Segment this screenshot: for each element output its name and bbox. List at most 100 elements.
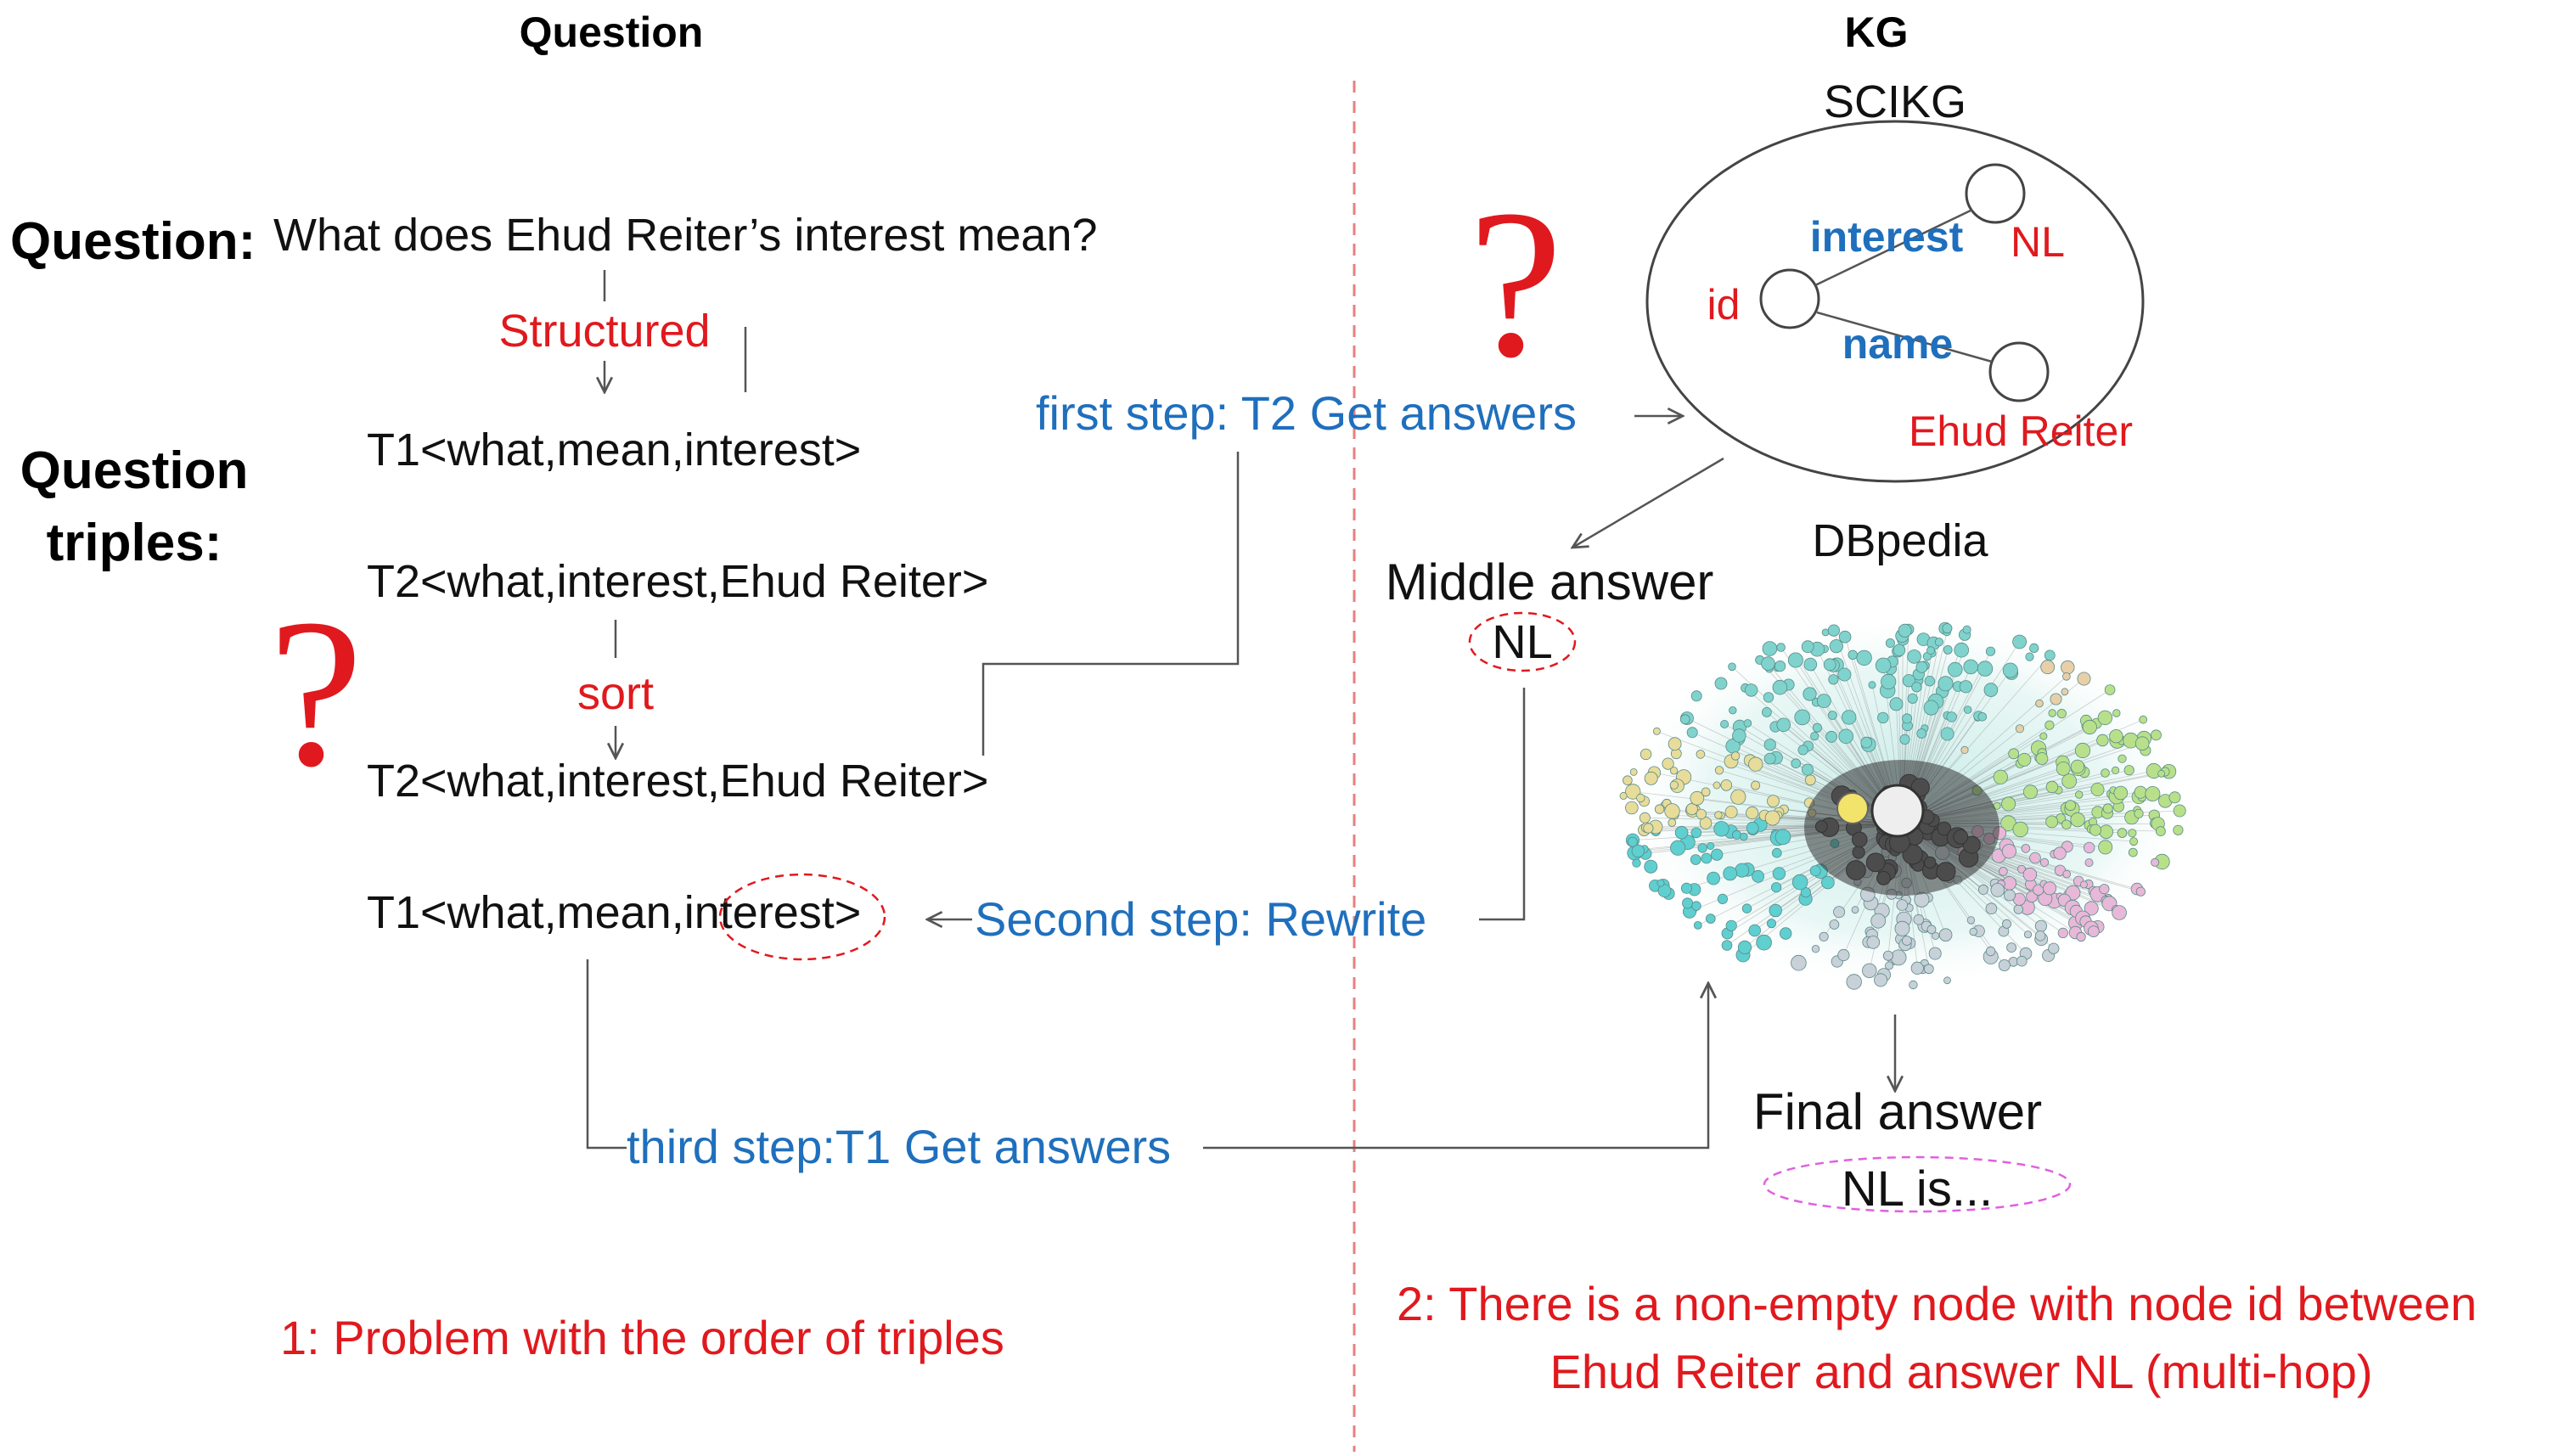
network-node [1969, 927, 1977, 936]
network-node [1690, 790, 1705, 806]
structured-label: Structured [498, 306, 710, 357]
network-node [1794, 709, 1811, 726]
network-node [2056, 708, 2067, 719]
network-node [2077, 672, 2091, 686]
network-node [1827, 624, 1840, 637]
network-node [2061, 660, 2075, 675]
network-node [1756, 934, 1772, 951]
interest-highlight-ellipse [718, 873, 886, 961]
network-node [1714, 811, 1723, 819]
network-node [2043, 881, 2057, 896]
network-node [1657, 884, 1672, 897]
network-node [1812, 722, 1822, 733]
network-node [1751, 780, 1761, 790]
edge-name [1816, 311, 1993, 363]
network-node [1766, 919, 1776, 929]
network-node [2074, 742, 2091, 759]
network-node [2173, 824, 2184, 835]
network-node [2048, 942, 2060, 954]
network-node [1729, 706, 1737, 715]
network-node [1827, 711, 1837, 720]
question-mark-left: ? [269, 576, 363, 811]
network-node [1761, 656, 1775, 671]
third-step-label: third step:T1 Get answers [627, 1120, 1171, 1173]
network-node [1761, 707, 1772, 717]
network-node [2048, 709, 2056, 717]
network-node [1774, 829, 1791, 846]
network-node [1690, 690, 1702, 702]
triple-t1-first: T1<what,mean,interest> [367, 424, 861, 475]
network-node [1690, 827, 1702, 839]
question-mark-kg: ? [1469, 166, 1563, 402]
network-node [1701, 852, 1713, 864]
network-node [1899, 734, 1910, 745]
network-node [1894, 920, 1910, 936]
final-answer-nl: NL is... [1842, 1161, 1993, 1217]
network-node [1721, 940, 1733, 951]
network-node [2070, 759, 2085, 774]
network-node [2008, 748, 2020, 760]
header-kg: KG [1845, 8, 1909, 56]
first-step-label: first step: T2 Get answers [1036, 386, 1577, 440]
network-node [1744, 683, 1758, 697]
second-step-label: Second step: Rewrite [975, 892, 1426, 946]
dbpedia-hub-center [1870, 784, 1925, 838]
network-node [1959, 680, 1972, 694]
network-node [1851, 906, 1859, 914]
network-node [2135, 886, 2146, 897]
network-node [1730, 751, 1741, 761]
header-question: Question [520, 8, 704, 56]
network-node [1923, 964, 1934, 975]
network-node [1924, 676, 1936, 687]
network-node [2061, 773, 2078, 789]
network-node [1728, 662, 1736, 672]
network-node [1801, 763, 1814, 776]
network-node [1870, 913, 1887, 929]
network-node [2128, 847, 2138, 857]
node-label-nl: NL [2011, 218, 2065, 266]
network-node [2168, 791, 2181, 804]
network-node [2013, 904, 2024, 914]
network-node [1946, 711, 1957, 722]
network-node [1679, 714, 1690, 725]
network-node [2035, 699, 2044, 708]
network-node [1819, 931, 1829, 942]
network-node [1884, 961, 1893, 970]
network-node [1732, 829, 1742, 840]
network-node [2029, 643, 2039, 654]
network-node [2001, 919, 2011, 929]
network-node [1764, 810, 1780, 826]
network-node [1938, 676, 1954, 692]
network-node [1829, 638, 1843, 654]
node-id [1759, 268, 1820, 329]
network-node [1993, 769, 2008, 784]
network-node [1682, 897, 1694, 909]
network-node [2015, 724, 2024, 734]
network-node [2044, 720, 2055, 730]
network-node [1907, 693, 1918, 704]
network-node [1948, 661, 1963, 677]
network-node [1954, 642, 1970, 658]
network-node [1737, 940, 1752, 955]
network-node [1686, 727, 1698, 739]
network-node [2044, 649, 2056, 661]
network-node [1748, 924, 1762, 937]
network-node [1717, 893, 1729, 905]
network-node [1898, 623, 1912, 638]
network-node [1714, 766, 1724, 775]
network-node [2001, 844, 2016, 859]
network-node [1901, 936, 1912, 946]
network-node [1691, 901, 1701, 911]
network-node [1907, 649, 1921, 664]
network-node [1720, 779, 1733, 791]
network-node [2123, 765, 2134, 776]
network-node [1791, 874, 1808, 891]
final-answer-ellipse [1763, 1155, 2072, 1213]
network-node [1875, 657, 1892, 674]
network-node [1837, 667, 1852, 682]
network-node [1868, 681, 1876, 689]
network-node [2101, 768, 2110, 778]
network-node [2079, 880, 2088, 889]
network-node [1711, 848, 1724, 861]
network-node [1774, 660, 1786, 672]
